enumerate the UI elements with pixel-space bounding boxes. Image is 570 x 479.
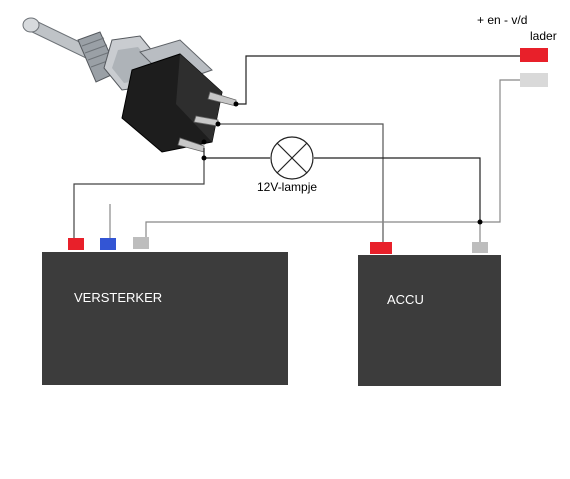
battery-plus-terminal [370,242,392,254]
toggle-switch-icon [22,17,237,153]
amplifier-remote-terminal [100,238,116,250]
charger-polarity-label: + en - v/d [477,13,527,27]
wire-switch-to-amp-plus [73,158,205,240]
wire-switch-to-charger-plus [236,55,520,105]
charger-plus-terminal [520,48,548,62]
junction-dot [233,101,239,107]
junction-dot [201,139,207,145]
battery-ground-terminal [472,242,488,253]
battery-label: ACCU [387,292,424,307]
junction-dot [201,155,207,161]
wire-switch-to-lamp [203,148,270,159]
junction-dot [215,121,221,127]
lamp-label: 12V-lampje [257,180,317,194]
charger-minus-terminal [520,73,548,87]
charger-label: lader [530,29,557,43]
amplifier-label: VERSTERKER [74,290,162,305]
amplifier-plus-terminal [68,238,84,250]
junction-dot [477,219,483,225]
wire-switch-to-accu-plus [218,123,384,242]
amplifier-box: VERSTERKER [42,237,288,385]
wires [73,55,520,242]
wire-lamp-to-right [314,157,481,222]
lamp-icon [270,136,314,180]
wire-amp-ground [145,221,481,242]
battery-box: ACCU [358,242,501,386]
amplifier-ground-terminal [133,237,149,249]
wire-charger-minus [480,79,520,223]
